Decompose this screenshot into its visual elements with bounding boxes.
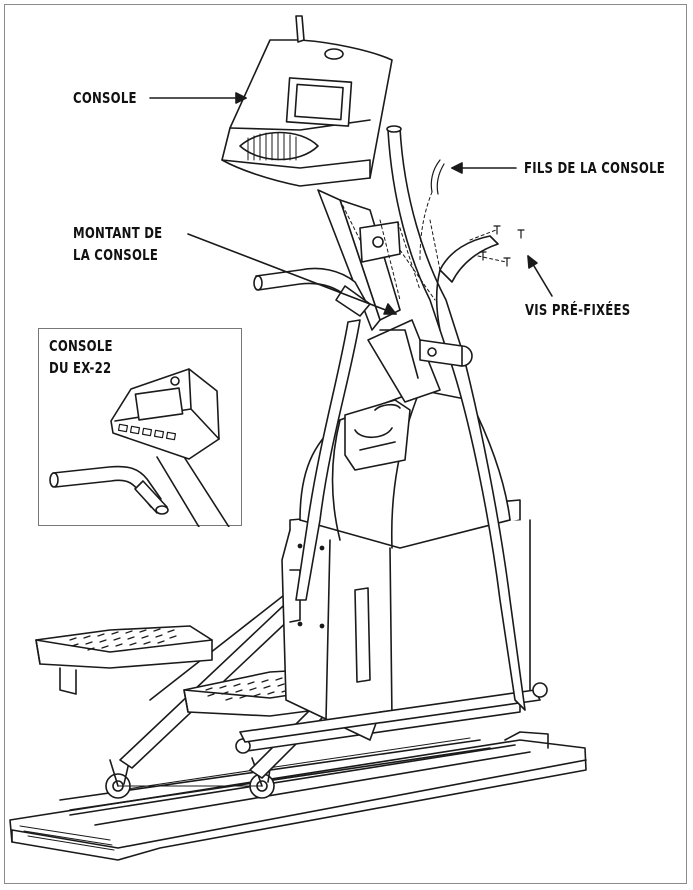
label-console-wires: FILS DE LA CONSOLE bbox=[524, 159, 666, 177]
base-frame bbox=[9, 731, 587, 861]
leader-arrows bbox=[149, 92, 553, 315]
figure-frame bbox=[4, 4, 687, 884]
label-console-mast-line1: MONTANT DE bbox=[73, 224, 163, 242]
inset-ex22-console: CONSOLE DU EX-22 bbox=[38, 328, 242, 528]
left-pedal bbox=[35, 625, 213, 695]
inset-title-line2: DU EX-22 bbox=[49, 359, 112, 377]
ex22-console-drawing bbox=[49, 368, 230, 528]
label-console: CONSOLE bbox=[73, 89, 137, 107]
label-preinstalled-screws: VIS PRÉ-FIXÉES bbox=[525, 301, 631, 319]
main-housing bbox=[239, 389, 548, 743]
upright-mast bbox=[253, 125, 526, 711]
inset-title-line1: CONSOLE bbox=[49, 337, 113, 355]
label-console-mast-line2: LA CONSOLE bbox=[73, 246, 159, 264]
console-unit bbox=[221, 15, 393, 187]
preinstalled-screws bbox=[469, 225, 525, 267]
